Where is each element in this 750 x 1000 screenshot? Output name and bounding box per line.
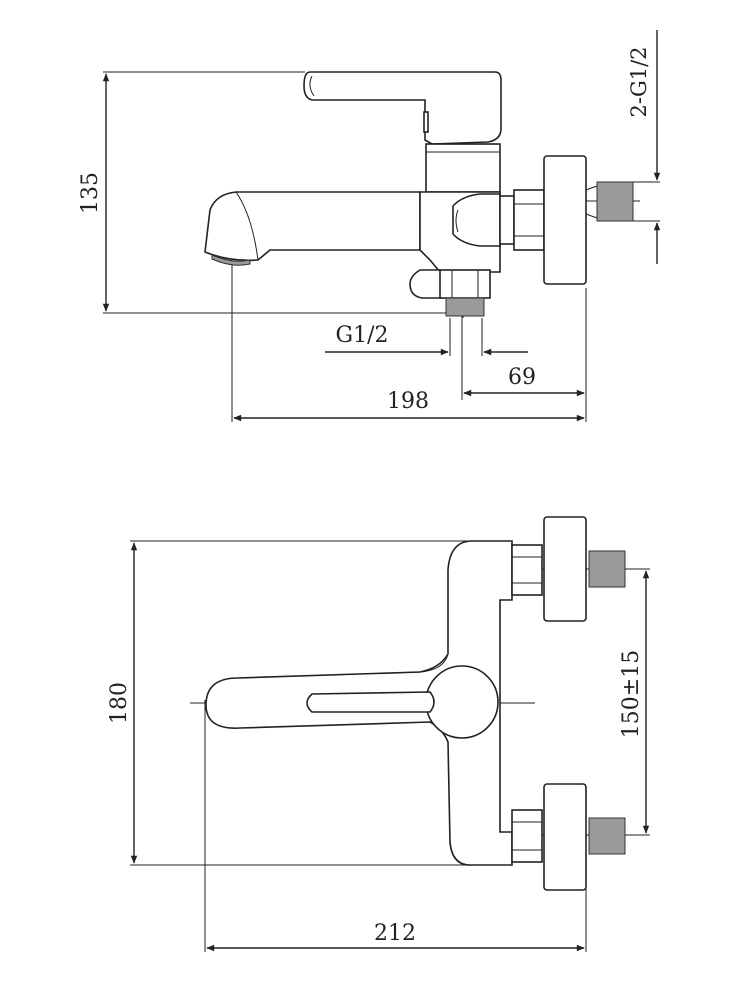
height-dimension-label: 135 <box>78 172 103 214</box>
top-view: 180 150±15 212 <box>107 516 650 952</box>
length-dimension-label: 198 <box>387 389 429 414</box>
top-upper-thread <box>588 550 626 588</box>
top-lower-thread <box>588 817 626 855</box>
inlet-thread <box>596 181 634 222</box>
top-lever-hub <box>425 665 499 739</box>
top-length-dimension-label: 212 <box>374 921 416 946</box>
top-lever-slot <box>306 691 435 713</box>
connector-nut <box>513 189 545 251</box>
outlet-thread <box>445 297 485 317</box>
spout <box>204 191 421 262</box>
inlet-thread-label: 2-G1/2 <box>627 46 651 117</box>
diverter-knob <box>409 269 443 299</box>
center-distance-label: 150±15 <box>619 650 644 738</box>
top-lower-flange <box>543 783 587 891</box>
outlet-nut <box>439 269 491 299</box>
outlet-thread-label: G1/2 <box>336 323 389 348</box>
side-view: 135 2-G1/2 G1/2 69 198 <box>78 30 661 422</box>
top-width-dimension-label: 180 <box>107 682 132 724</box>
valve-body <box>425 143 501 193</box>
top-upper-flange <box>543 516 587 622</box>
lever-handle <box>303 71 502 145</box>
depth-dimension-label: 69 <box>508 365 536 390</box>
top-upper-nut <box>511 544 543 596</box>
wall-flange <box>543 155 587 285</box>
top-lower-nut <box>511 809 543 863</box>
